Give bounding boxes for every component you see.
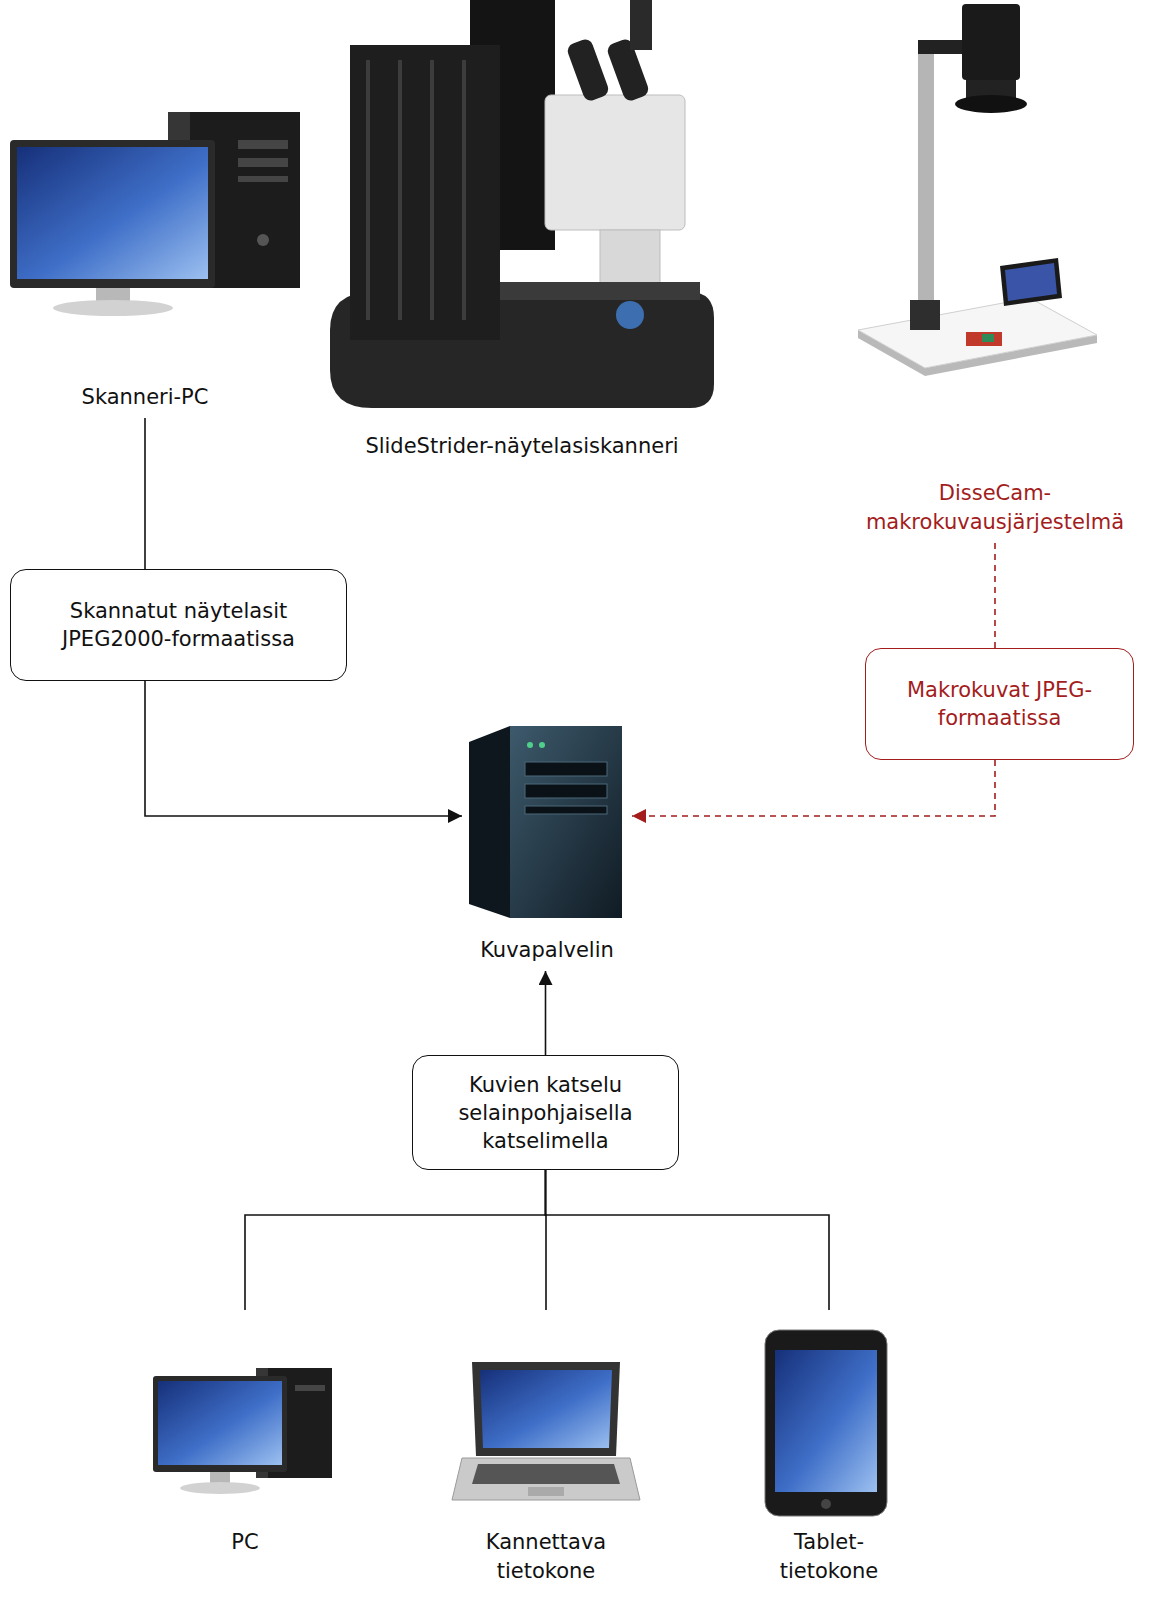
server-bay [525,784,607,798]
monitor-frame [10,140,215,288]
cassette-slot [462,60,466,320]
computer-node: Skanneri-PC [0,112,290,418]
pole-foot [910,300,940,330]
server-side [469,726,510,918]
node-label: Skannatut näytelasit JPEG2000-formaatiss… [23,597,334,653]
laptop-trackpad [528,1487,564,1496]
slide-scanner-illustration [330,0,714,408]
eyepiece [566,37,611,102]
scanner-camera [630,0,652,50]
node-label: Makrokuvat JPEG- formaatissa [878,676,1121,732]
tablet-small-screen [1005,263,1057,301]
laptop-keyboard [472,1464,620,1484]
node-label: Skanneri-PC [0,383,290,412]
node-label: Kannettava tietokone [451,1528,641,1586]
connector [245,1170,546,1310]
viewer-box: Kuvien katselu selainpohjaisella katseli… [412,1055,679,1170]
server-front [510,726,622,918]
monitor-screen [17,147,208,279]
lens-ring [955,95,1027,113]
slide-cassettes [350,45,500,340]
scanner-node: SlideStrider-näytelasiskanneri [302,0,742,467]
node-label: DisseCam- makrokuvausjärjestelmä [850,479,1140,537]
cassette-slot [366,60,370,320]
node-label: Tablet- tietokone [749,1528,909,1586]
desktop-computer-icon [10,112,300,316]
device-node: Tablet- tietokone [749,1310,909,1592]
node-label: PC [150,1528,340,1557]
server-icon [469,726,622,918]
tablet-button [821,1499,831,1509]
drive-bay [295,1385,325,1391]
camera-body [962,4,1020,80]
tablet-icon [765,1330,887,1516]
monitor-screen [158,1381,282,1465]
drive-bay [238,140,288,149]
server-bay [525,762,607,776]
desktop-computer-icon [153,1368,332,1494]
device-node: Kannettava tietokone [451,1310,641,1592]
specimen [966,332,1002,346]
laptop-screen [480,1370,612,1448]
laptop-lid [472,1362,620,1456]
tablet-body [765,1330,887,1516]
monitor-base [53,300,173,316]
node-label: Kuvapalvelin [462,936,632,965]
format-box: Skannatut näytelasit JPEG2000-formaatiss… [10,569,347,681]
server-light [539,742,545,748]
tablet-screen [775,1350,877,1492]
server-node: Kuvapalvelin [462,714,632,971]
format-box: Makrokuvat JPEG- formaatissa [865,648,1134,760]
stand-pole [918,45,934,315]
server-bay [525,806,607,814]
connector [545,971,547,1055]
microscope-stage [500,282,700,300]
power-button [257,234,269,246]
camera-node: DisseCam- makrokuvausjärjestelmä [850,0,1140,543]
drive-bay [238,176,288,182]
light-source [616,301,644,329]
copy-stand-base [858,298,1097,368]
connector [546,1170,830,1310]
monitor-base [180,1482,260,1494]
cassette-slot [430,60,434,320]
laptop-base [452,1458,640,1500]
server-light [527,742,533,748]
microscope-body [545,95,685,230]
laptop-icon [452,1362,640,1500]
drive-bay [238,158,288,167]
specimen [982,334,994,342]
microscope-column [600,230,660,290]
macro-camera-illustration [858,4,1097,376]
tablet-small [1000,258,1062,306]
connector [144,418,146,569]
cassette-slot [398,60,402,320]
device-node: PC [150,1310,340,1563]
node-label: SlideStrider-näytelasiskanneri [302,432,742,461]
node-label: Kuvien katselu selainpohjaisella katseli… [425,1071,666,1155]
connector [145,681,462,816]
dashed-connector [994,543,996,648]
dashed-connector [632,760,995,816]
monitor-frame [153,1376,287,1472]
